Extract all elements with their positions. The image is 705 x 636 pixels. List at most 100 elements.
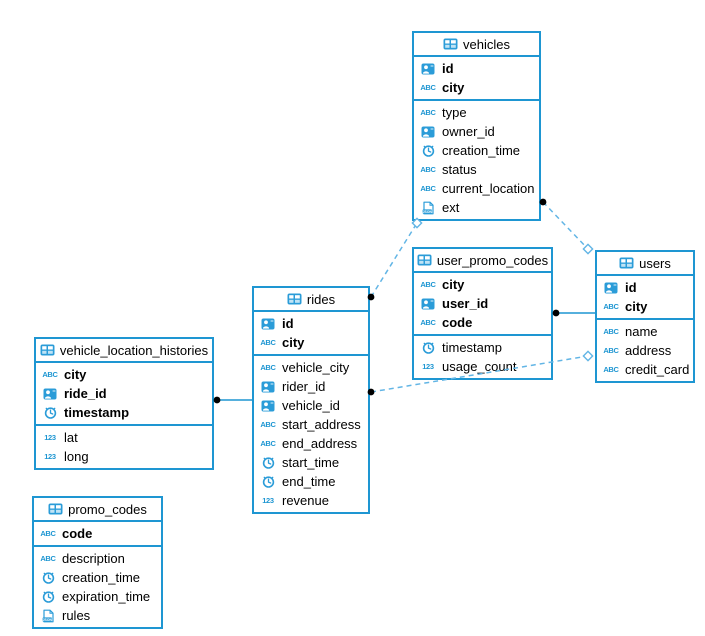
column-row[interactable]: vehicle_id	[254, 396, 368, 415]
column-row[interactable]: start_time	[254, 453, 368, 472]
table-header[interactable]: promo_codes	[34, 498, 161, 522]
column-row[interactable]: timestamp	[414, 338, 551, 357]
column-row[interactable]: expiration_time	[34, 587, 161, 606]
column-type-icon-slot	[419, 341, 437, 354]
table-title: user_promo_codes	[436, 252, 549, 268]
table-icon	[619, 257, 634, 269]
column-name: rules	[62, 608, 91, 623]
json-document-type-icon: JSON	[422, 201, 434, 214]
abc-string-type-icon: ABC	[420, 279, 436, 289]
table-title: vehicle_location_histories	[59, 342, 209, 358]
column-row[interactable]: id	[254, 314, 368, 333]
column-type-icon-slot: 123	[41, 453, 59, 461]
column-type-icon-slot	[39, 571, 57, 584]
table-header[interactable]: users	[597, 252, 693, 276]
column-row[interactable]: ABC start_address	[254, 415, 368, 434]
column-row[interactable]: ABC code	[414, 313, 551, 332]
table-grid-icon	[443, 38, 458, 50]
column-row[interactable]: creation_time	[414, 141, 539, 160]
column-type-icon-slot: ABC	[259, 339, 277, 347]
abc-string-type-icon: ABC	[40, 528, 56, 538]
table-header[interactable]: vehicle_location_histories	[36, 339, 212, 363]
table-title: users	[639, 255, 671, 271]
column-type-icon-slot: ABC	[419, 319, 437, 327]
column-row[interactable]: id	[414, 59, 539, 78]
column-row[interactable]: user_id	[414, 294, 551, 313]
column-row[interactable]: ABC city	[597, 297, 693, 316]
column-name: owner_id	[442, 124, 495, 139]
abc-string-type-icon: ABC	[420, 183, 436, 193]
table-header[interactable]: user_promo_codes	[414, 249, 551, 273]
column-name: city	[625, 299, 648, 314]
column-name: code	[62, 526, 93, 541]
svg-text:JSON: JSON	[423, 209, 433, 213]
column-row[interactable]: JSON ext	[414, 198, 539, 217]
relationship-line-rides-vehicles[interactable]	[370, 222, 418, 298]
clock-time-type-icon	[262, 476, 274, 488]
abc-string-type-icon: ABC	[603, 301, 619, 311]
column-row[interactable]: timestamp	[36, 403, 212, 422]
column-row[interactable]: owner_id	[414, 122, 539, 141]
json-document-type-icon: JSON	[42, 609, 54, 622]
abc-string-type-icon: ABC	[603, 326, 619, 336]
column-type-icon-slot: 123	[419, 363, 437, 371]
table-header[interactable]: rides	[254, 288, 368, 312]
column-type-icon-slot: ABC	[39, 555, 57, 563]
table-grid-icon	[417, 254, 432, 266]
column-name: id	[442, 61, 454, 76]
table-header[interactable]: vehicles	[414, 33, 539, 57]
column-type-icon-slot	[602, 282, 620, 294]
column-type-icon-slot	[259, 400, 277, 412]
column-row[interactable]: creation_time	[34, 568, 161, 587]
column-row[interactable]: id	[597, 278, 693, 297]
person-id-type-icon	[421, 298, 435, 309]
column-name: long	[64, 449, 89, 464]
abc-string-type-icon: ABC	[40, 553, 56, 563]
abc-string-type-icon: ABC	[420, 317, 436, 327]
column-row[interactable]: ABC code	[34, 524, 161, 543]
column-row[interactable]: ride_id	[36, 384, 212, 403]
column-row[interactable]: rider_id	[254, 377, 368, 396]
column-name: start_address	[282, 417, 361, 432]
column-row[interactable]: 123 long	[36, 447, 212, 466]
column-name: end_time	[282, 474, 336, 489]
column-row[interactable]: end_time	[254, 472, 368, 491]
table-icon	[287, 293, 302, 305]
column-name: id	[625, 280, 637, 295]
table-grid-icon	[48, 503, 63, 515]
abc-string-type-icon: ABC	[260, 438, 276, 448]
column-name: ext	[442, 200, 460, 215]
column-row[interactable]: JSON rules	[34, 606, 161, 625]
column-type-icon-slot: 123	[41, 434, 59, 442]
column-type-icon-slot: ABC	[259, 421, 277, 429]
column-type-icon-slot: 123	[259, 497, 277, 505]
relationship-line-vehicles-users[interactable]	[542, 201, 589, 250]
person-id-type-icon	[261, 400, 275, 411]
column-name: code	[442, 315, 473, 330]
